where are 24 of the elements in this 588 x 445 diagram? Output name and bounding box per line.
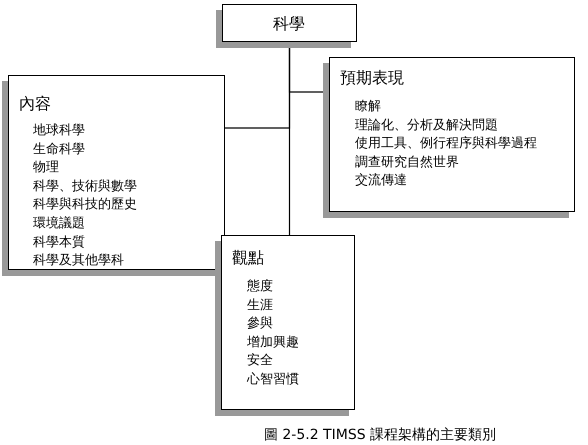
list-item: 心智習慣 — [247, 371, 299, 388]
list-item: 生命科學 — [33, 140, 85, 158]
list-item: 交流傳達 — [355, 172, 407, 190]
list-item: 態度 — [247, 278, 273, 295]
list-item: 安全 — [247, 352, 273, 370]
list-item: 科學與科技的歷史 — [33, 196, 137, 214]
box-heading: 內容 — [19, 94, 51, 115]
list-item: 科學、技術與數學 — [33, 178, 137, 195]
list-item: 理論化、分析及解決問題 — [355, 116, 498, 134]
box-heading: 觀點 — [232, 248, 264, 269]
figure-caption: 圖 2-5.2 TIMSS 課程架構的主要類別 — [262, 426, 498, 444]
list-item: 生涯 — [247, 296, 273, 314]
list-item: 科學本質 — [33, 234, 85, 251]
list-item: 瞭解 — [355, 98, 381, 115]
box-heading: 科學 — [272, 14, 306, 35]
list-item: 調查研究自然世界 — [355, 154, 459, 171]
list-item: 物理 — [33, 159, 59, 176]
list-item: 環境議題 — [33, 215, 85, 232]
list-item: 科學及其他學科 — [33, 252, 124, 270]
box-heading: 預期表現 — [340, 68, 404, 89]
list-item: 參與 — [247, 315, 273, 332]
list-item: 地球科學 — [33, 122, 85, 139]
list-item: 使用工具、例行程序與科學過程 — [355, 135, 537, 152]
list-item: 增加興趣 — [247, 334, 299, 351]
